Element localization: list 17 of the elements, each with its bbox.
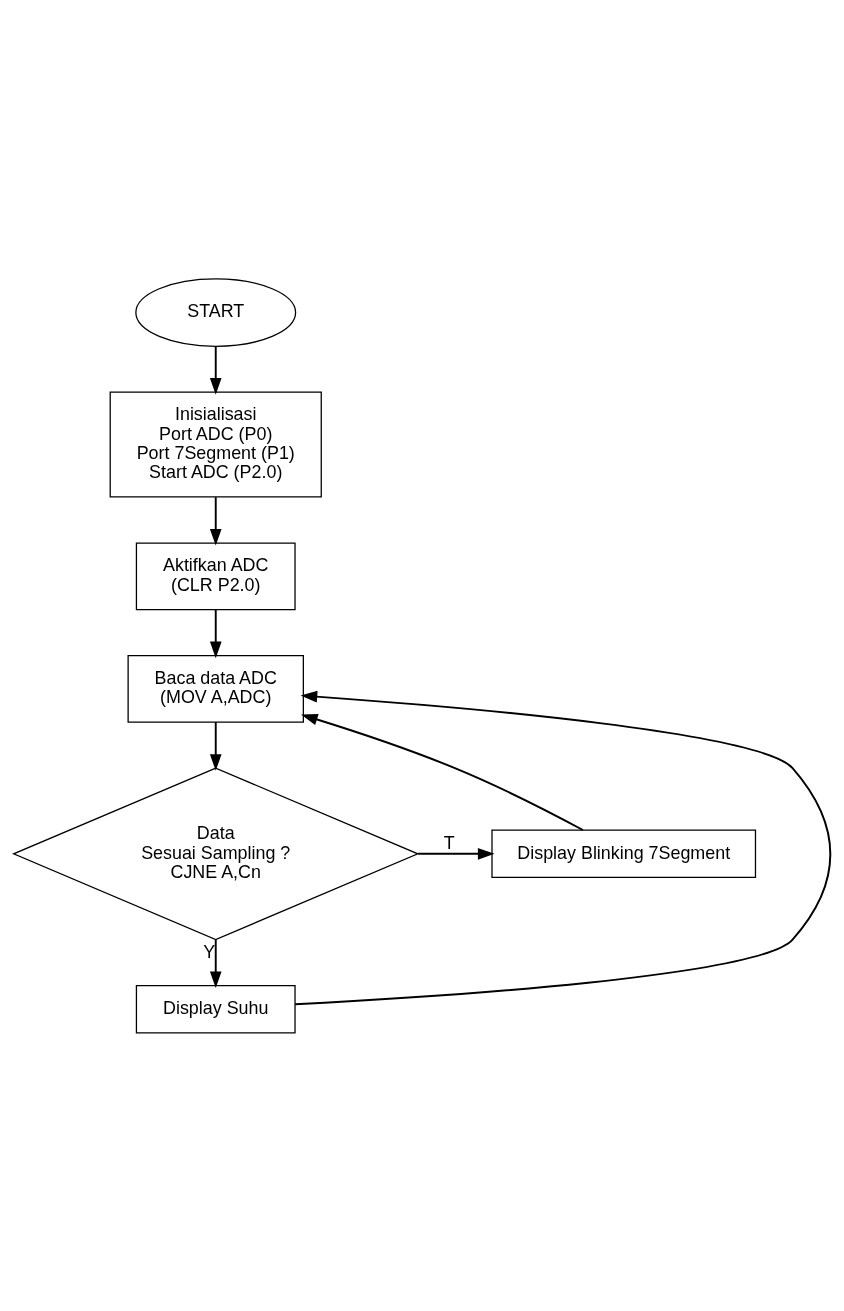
node-box: Inisialisasi Port ADC (P0) Port 7Segment (P1) Start ADC (P2.0) [109,390,322,498]
node-box: Aktifkan ADC (CLR P2.0) [135,541,296,610]
arrow [209,495,222,546]
arrow [417,847,495,860]
arrow [301,713,584,831]
arrow [209,344,222,395]
node-diamond: Data Sesuai Sampling ? CJNE A,Cn [12,766,420,940]
edge-label: Y [203,941,216,962]
arrow [209,938,222,988]
arrow [209,720,222,771]
arrow [209,608,222,658]
arrow [294,690,832,1005]
edge-label: T [443,832,455,853]
node-box: Display Blinking 7Segment [491,829,757,878]
node-ellipse: START [135,277,297,347]
node-box: Display Suhu [135,984,296,1034]
node-box: Baca data ADC (MOV A,ADC) [127,654,304,723]
